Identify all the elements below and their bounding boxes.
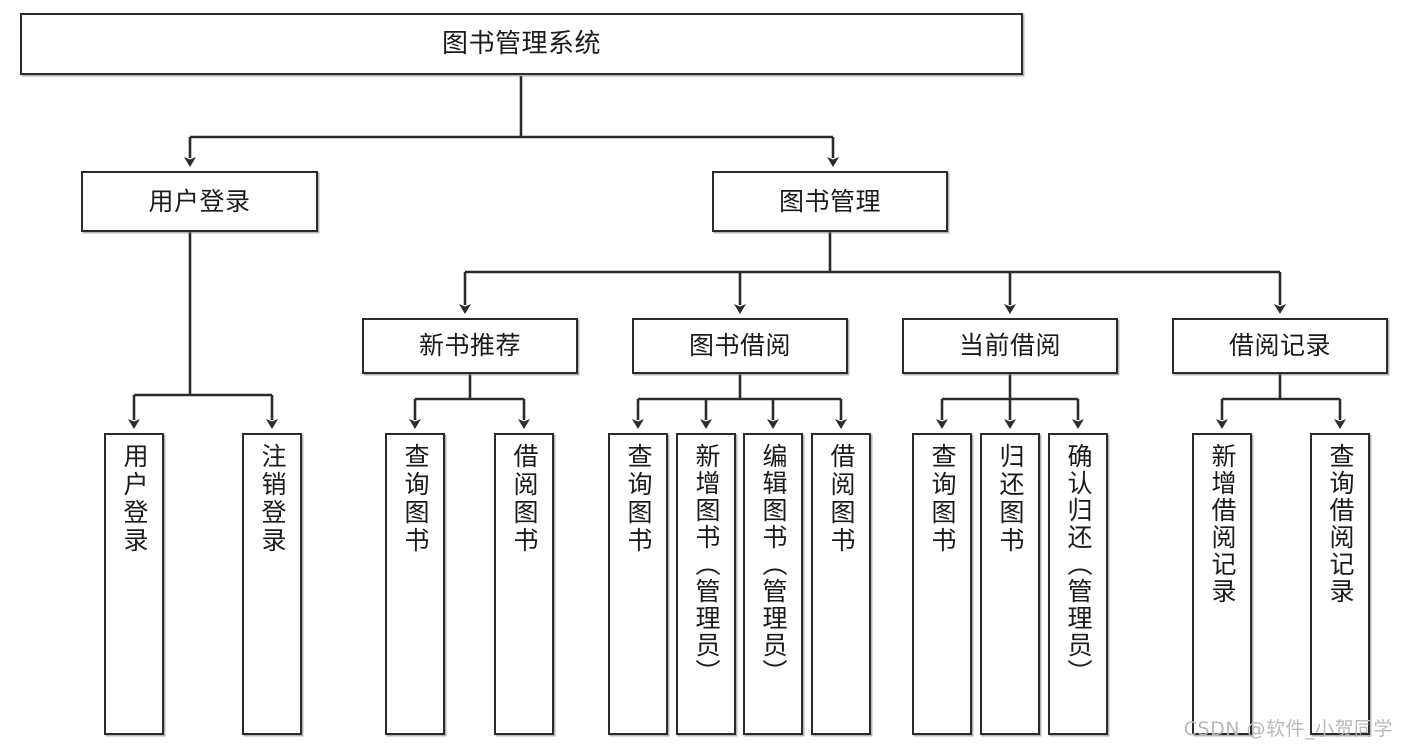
node-label: 图书管理 bbox=[778, 186, 881, 216]
node-label: 新增借阅记录 bbox=[1208, 443, 1237, 605]
leaf-logout[interactable]: 注销登录 bbox=[242, 433, 302, 735]
node-borrow-record[interactable]: 借阅记录 bbox=[1172, 318, 1388, 374]
node-book-management[interactable]: 图书管理 bbox=[712, 171, 948, 232]
leaf-user-login[interactable]: 用户登录 bbox=[104, 433, 164, 735]
leaf-add-borrow-record[interactable]: 新增借阅记录 bbox=[1192, 433, 1252, 735]
node-label: 查询图书 bbox=[401, 443, 430, 555]
node-label: 借阅记录 bbox=[1228, 331, 1331, 361]
leaf-query-borrow-record[interactable]: 查询借阅记录 bbox=[1310, 433, 1370, 735]
node-label: 查询图书 bbox=[928, 443, 957, 555]
node-label: 用户登录 bbox=[148, 186, 251, 216]
node-label: 借阅图书 bbox=[827, 443, 856, 555]
leaf-edit-book[interactable]: 编辑图书（管理员） bbox=[743, 433, 803, 735]
leaf-query-book-1[interactable]: 查询图书 bbox=[385, 433, 445, 735]
node-user-login[interactable]: 用户登录 bbox=[81, 171, 318, 232]
leaf-add-book[interactable]: 新增图书（管理员） bbox=[676, 433, 736, 735]
watermark: CSDN @软件_小贺同学 bbox=[1183, 718, 1393, 740]
node-label: 图书借阅 bbox=[688, 331, 791, 361]
node-label: 当前借阅 bbox=[958, 331, 1061, 361]
node-label: 查询图书 bbox=[624, 443, 653, 555]
node-book-borrow[interactable]: 图书借阅 bbox=[632, 318, 848, 374]
node-label: 归还图书 bbox=[996, 443, 1025, 555]
leaf-borrow-book-2[interactable]: 借阅图书 bbox=[811, 433, 871, 735]
node-label: 注销登录 bbox=[258, 443, 287, 555]
node-root-system[interactable]: 图书管理系统 bbox=[20, 13, 1023, 75]
node-label: 用户登录 bbox=[120, 443, 149, 555]
node-label: 借阅图书 bbox=[510, 443, 539, 555]
leaf-return-book[interactable]: 归还图书 bbox=[980, 433, 1040, 735]
node-current-borrow[interactable]: 当前借阅 bbox=[902, 318, 1118, 374]
node-label: 确认归还（管理员） bbox=[1064, 443, 1093, 686]
node-label: 新书推荐 bbox=[418, 331, 521, 361]
node-label: 编辑图书（管理员） bbox=[759, 443, 788, 686]
leaf-borrow-book-1[interactable]: 借阅图书 bbox=[494, 433, 554, 735]
node-label: 图书管理系统 bbox=[441, 28, 601, 59]
node-label: 新增图书（管理员） bbox=[692, 443, 721, 686]
leaf-confirm-return[interactable]: 确认归还（管理员） bbox=[1048, 433, 1108, 735]
node-new-book-recommend[interactable]: 新书推荐 bbox=[362, 318, 578, 374]
node-label: 查询借阅记录 bbox=[1326, 443, 1355, 605]
leaf-query-book-2[interactable]: 查询图书 bbox=[608, 433, 668, 735]
leaf-query-book-3[interactable]: 查询图书 bbox=[912, 433, 972, 735]
